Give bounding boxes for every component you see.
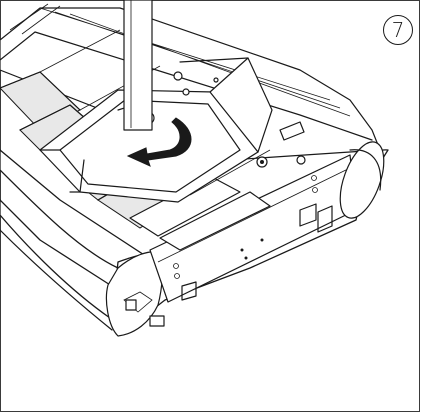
- end-plate-front: [105, 251, 165, 337]
- fasteners: [256, 121, 306, 168]
- step-number: 7: [391, 18, 405, 42]
- step-number-badge: 7: [383, 15, 413, 45]
- curved-rotation-arrow-icon: [126, 117, 192, 167]
- suspension-rod-icon: [123, 0, 153, 131]
- end-cap-rear: [339, 141, 385, 219]
- gear-tray-panel: [149, 154, 357, 303]
